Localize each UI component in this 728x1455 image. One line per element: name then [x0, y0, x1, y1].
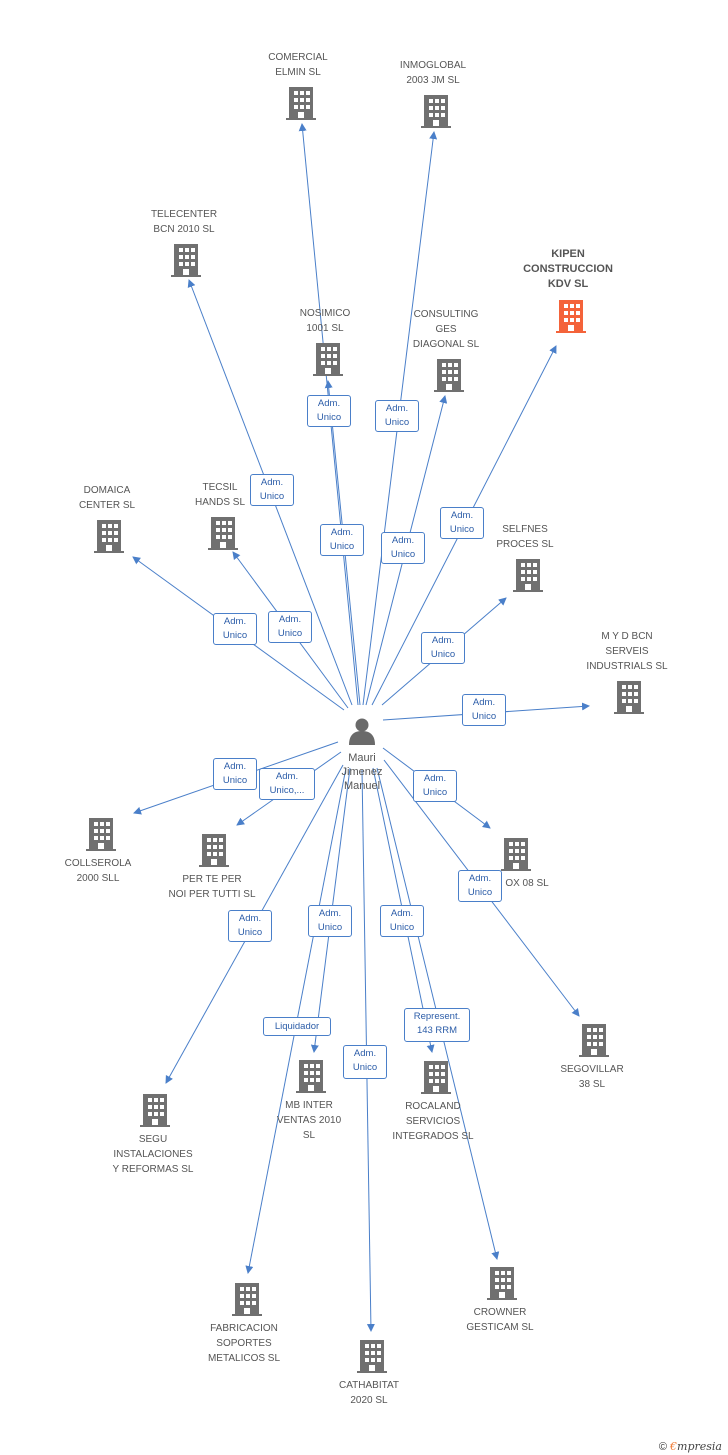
relation-label-selfnes[interactable]: Adm. Unico: [421, 632, 465, 664]
company-name-segovillar[interactable]: SEGOVILLAR 38 SL: [560, 1064, 624, 1090]
building-icon-ox08[interactable]: [501, 838, 531, 871]
building-icon-crowner[interactable]: [487, 1267, 517, 1300]
relation-label-telecenter[interactable]: Adm. Unico: [250, 474, 294, 506]
person-node[interactable]: [349, 718, 375, 746]
relation-label-segovillar[interactable]: Adm. Unico: [458, 870, 502, 902]
company-name-nosimico[interactable]: NOSIMICO 1001 SL: [299, 308, 351, 334]
company-name-domaica[interactable]: DOMAICA CENTER SL: [78, 485, 136, 511]
person-name[interactable]: Mauri Jimenez Manuel: [341, 752, 383, 792]
relation-label-rocaland[interactable]: Adm. Unico: [380, 905, 424, 937]
company-name-telecenter[interactable]: TELECENTER BCN 2010 SL: [150, 209, 218, 235]
relation-label-perteper[interactable]: Adm. Unico,...: [259, 768, 315, 800]
company-name-segu[interactable]: SEGU INSTALACIONES Y REFORMAS SL: [112, 1134, 194, 1175]
relation-label-mbinter[interactable]: Adm. Unico: [308, 905, 352, 937]
building-icon-myd[interactable]: [614, 681, 644, 714]
building-icon-comercial[interactable]: [286, 87, 316, 120]
building-icon-perteper[interactable]: [199, 834, 229, 867]
person-icon: [349, 718, 375, 745]
relation-label-segu[interactable]: Adm. Unico: [228, 910, 272, 942]
company-name-collserola[interactable]: COLLSEROLA 2000 SLL: [64, 858, 132, 884]
building-icon-consulting[interactable]: [434, 359, 464, 392]
company-name-fabricacion[interactable]: FABRICACION SOPORTES METALICOS SL: [207, 1323, 281, 1364]
relation-label-tecsil[interactable]: Adm. Unico: [268, 611, 312, 643]
relation-label-crowner[interactable]: Represent. 143 RRM: [404, 1008, 470, 1042]
building-icon-segovillar[interactable]: [579, 1024, 609, 1057]
building-icon-cathabitat[interactable]: [357, 1340, 387, 1373]
relation-label-domaica[interactable]: Adm. Unico: [213, 613, 257, 645]
building-icon-nosimico[interactable]: [313, 343, 343, 376]
relation-label-collserola[interactable]: Adm. Unico: [213, 758, 257, 790]
brand-logo[interactable]: €mpresia: [670, 1440, 722, 1453]
company-name-perteper[interactable]: PER TE PER NOI PER TUTTI SL: [168, 874, 256, 900]
building-icon-kipen[interactable]: [556, 300, 586, 333]
relation-label-consulting[interactable]: Adm. Unico: [381, 532, 425, 564]
building-icon-mbinter[interactable]: [296, 1060, 326, 1093]
building-icon-selfnes[interactable]: [513, 559, 543, 592]
relation-label-nosimico[interactable]: Adm. Unico: [320, 524, 364, 556]
relation-label-ox08[interactable]: Adm. Unico: [413, 770, 457, 802]
watermark: © €mpresia: [659, 1440, 722, 1453]
company-name-consulting[interactable]: CONSULTING GES DIAGONAL SL: [412, 309, 480, 350]
relation-label-kipen[interactable]: Adm. Unico: [440, 507, 484, 539]
company-name-comercial[interactable]: COMERCIAL ELMIN SL: [268, 52, 328, 78]
company-name-ox08[interactable]: OX 08 SL: [505, 878, 549, 889]
relation-label-fabricacion[interactable]: Liquidador: [263, 1017, 331, 1036]
company-name-myd[interactable]: M Y D BCN SERVEIS INDUSTRIALS SL: [586, 631, 668, 672]
company-name-mbinter[interactable]: MB INTER VENTAS 2010 SL: [276, 1100, 342, 1141]
building-icon-segu[interactable]: [140, 1094, 170, 1127]
relation-label-cathabitat[interactable]: Adm. Unico: [343, 1045, 387, 1079]
building-icon-collserola[interactable]: [86, 818, 116, 851]
relation-label-inmoglobal[interactable]: Adm. Unico: [375, 400, 419, 432]
relation-label-myd[interactable]: Adm. Unico: [462, 694, 506, 726]
company-name-crowner[interactable]: CROWNER GESTICAM SL: [466, 1307, 534, 1333]
building-icon-tecsil[interactable]: [208, 517, 238, 550]
company-name-selfnes[interactable]: SELFNES PROCES SL: [496, 524, 554, 550]
company-name-cathabitat[interactable]: CATHABITAT 2020 SL: [339, 1380, 399, 1406]
building-icon-inmoglobal[interactable]: [421, 95, 451, 128]
building-icon-domaica[interactable]: [94, 520, 124, 553]
company-name-inmoglobal[interactable]: INMOGLOBAL 2003 JM SL: [399, 60, 467, 86]
company-name-rocaland[interactable]: ROCALAND SERVICIOS INTEGRADOS SL: [392, 1101, 474, 1142]
building-icon-fabricacion[interactable]: [232, 1283, 262, 1316]
relation-label-comercial[interactable]: Adm. Unico: [307, 395, 351, 427]
company-name-tecsil[interactable]: TECSIL HANDS SL: [194, 482, 245, 508]
building-icon-telecenter[interactable]: [171, 244, 201, 277]
company-name-kipen[interactable]: KIPEN CONSTRUCCION KDV SL: [523, 248, 613, 290]
building-icon-rocaland[interactable]: [421, 1061, 451, 1094]
copyright-symbol: ©: [658, 1441, 667, 1453]
